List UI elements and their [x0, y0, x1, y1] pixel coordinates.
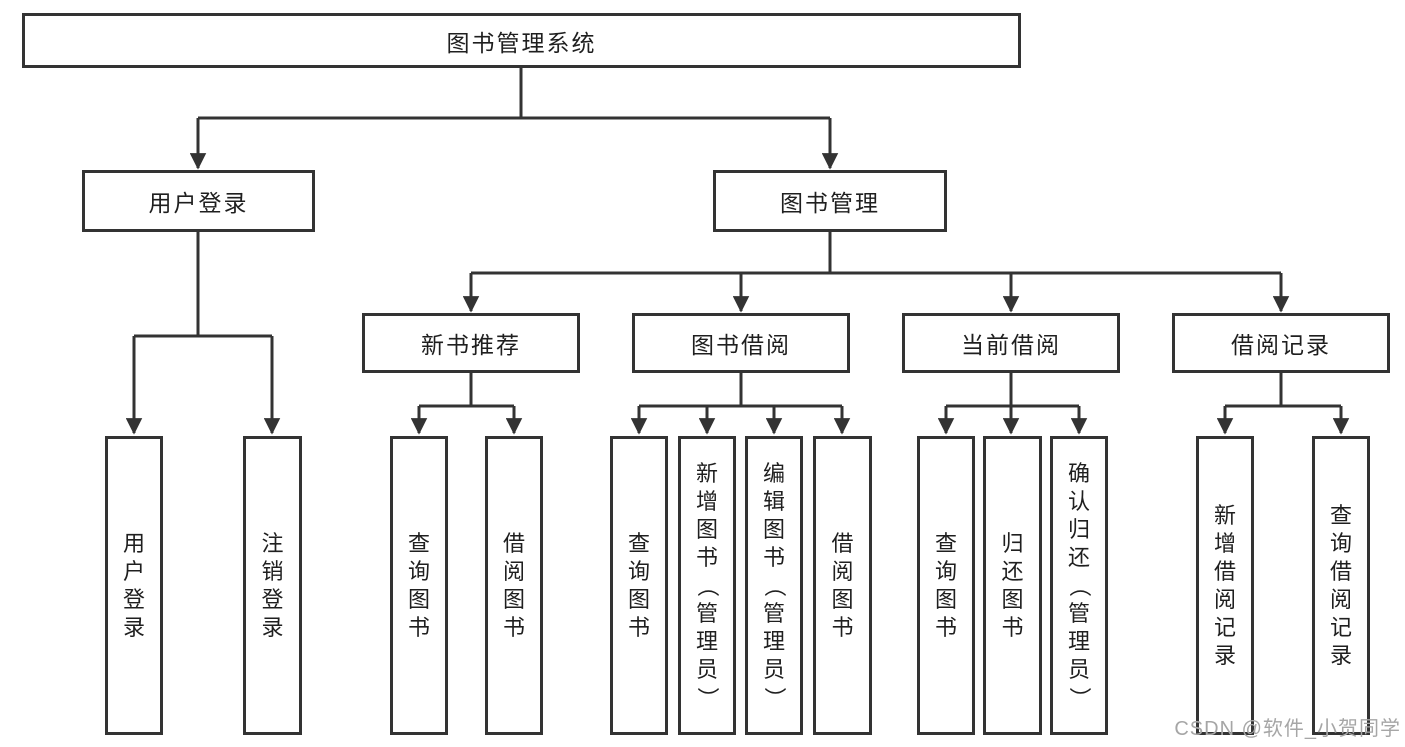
leaf-return-books: 归还图书 — [983, 436, 1042, 735]
leaf-borrow-books-recommend: 借阅图书 — [485, 436, 543, 735]
leaf-add-borrow-record: 新增借阅记录 — [1196, 436, 1254, 735]
node-book-borrow: 图书借阅 — [632, 313, 850, 373]
system-root-box: 图书管理系统 — [22, 13, 1021, 68]
leaf-borrow-books: 借阅图书 — [813, 436, 872, 735]
node-borrow-records: 借阅记录 — [1172, 313, 1390, 373]
system-root-label: 图书管理系统 — [446, 29, 597, 56]
leaf-query-books-current: 查询图书 — [917, 436, 975, 735]
node-book-borrow-label: 图书借阅 — [691, 332, 791, 358]
node-borrow-records-label: 借阅记录 — [1231, 332, 1331, 358]
leaf-edit-book-admin: 编辑图书（管理员） — [745, 436, 803, 735]
node-user-login-label: 用户登录 — [148, 190, 249, 216]
leaf-add-book-admin: 新增图书（管理员） — [678, 436, 736, 735]
node-user-login: 用户登录 — [82, 170, 315, 232]
node-new-book-recommend: 新书推荐 — [362, 313, 580, 373]
leaf-query-borrow-record: 查询借阅记录 — [1312, 436, 1370, 735]
leaf-user-login: 用户登录 — [105, 436, 163, 735]
node-new-book-recommend-label: 新书推荐 — [421, 332, 521, 358]
node-book-management-label: 图书管理 — [780, 190, 880, 216]
leaf-query-books-borrow: 查询图书 — [610, 436, 668, 735]
node-book-management: 图书管理 — [713, 170, 947, 232]
leaf-logout: 注销登录 — [243, 436, 302, 735]
node-current-borrow-label: 当前借阅 — [961, 332, 1061, 358]
node-current-borrow: 当前借阅 — [902, 313, 1120, 373]
watermark: CSDN @软件_小贺同学 — [1174, 718, 1401, 740]
leaf-query-books-recommend: 查询图书 — [390, 436, 448, 735]
leaf-confirm-return-admin: 确认归还（管理员） — [1050, 436, 1108, 735]
